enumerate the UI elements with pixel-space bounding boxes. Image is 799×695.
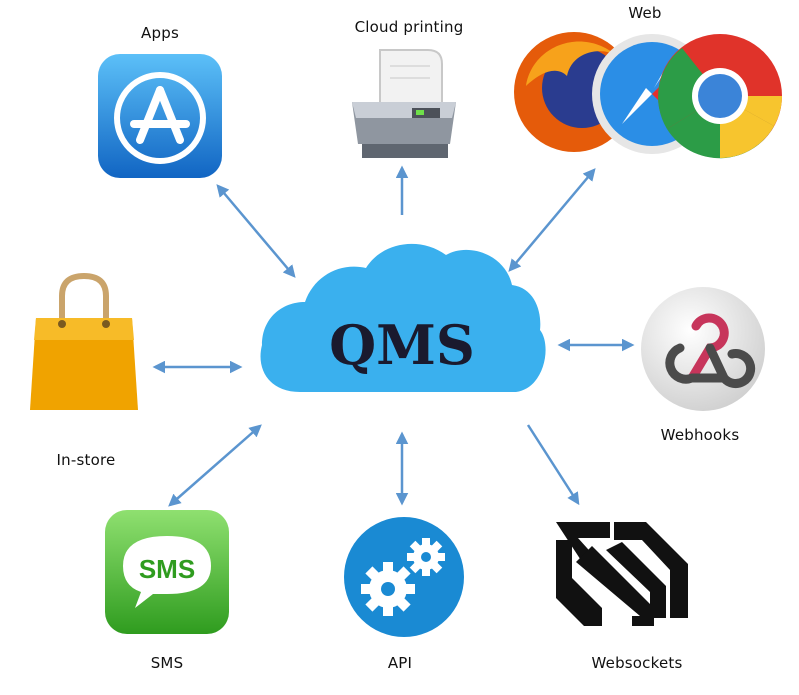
arrow-websockets (526, 424, 580, 506)
label-websockets: Websockets (591, 654, 683, 672)
sms-speech-bubble-icon (103, 508, 231, 636)
websocket-logo-icon (556, 522, 688, 630)
label-cloud-printing: Cloud printing (354, 18, 464, 36)
sms-icon-text-layer: SMS (139, 554, 195, 584)
label-sms: SMS (150, 654, 184, 672)
app-store-icon (96, 52, 224, 180)
gears-icon (342, 515, 466, 639)
sms-icon-text: SMS (139, 554, 195, 584)
printer-icon (342, 44, 466, 164)
label-apps: Apps (141, 24, 179, 42)
arrow-sms (168, 424, 262, 507)
label-webhooks: Webhooks (660, 426, 740, 444)
label-web: Web (628, 4, 662, 22)
browser-icons (512, 26, 782, 161)
shopping-bag-icon (28, 270, 140, 418)
label-api: API (387, 654, 413, 672)
arrow-web (508, 168, 596, 272)
qms-cloud: QMS (260, 243, 546, 392)
chrome-icon (658, 34, 782, 159)
hub-label: QMS (329, 313, 475, 377)
arrow-apps (216, 184, 296, 278)
label-in-store: In-store (56, 451, 116, 469)
webhooks-icon (640, 286, 766, 412)
